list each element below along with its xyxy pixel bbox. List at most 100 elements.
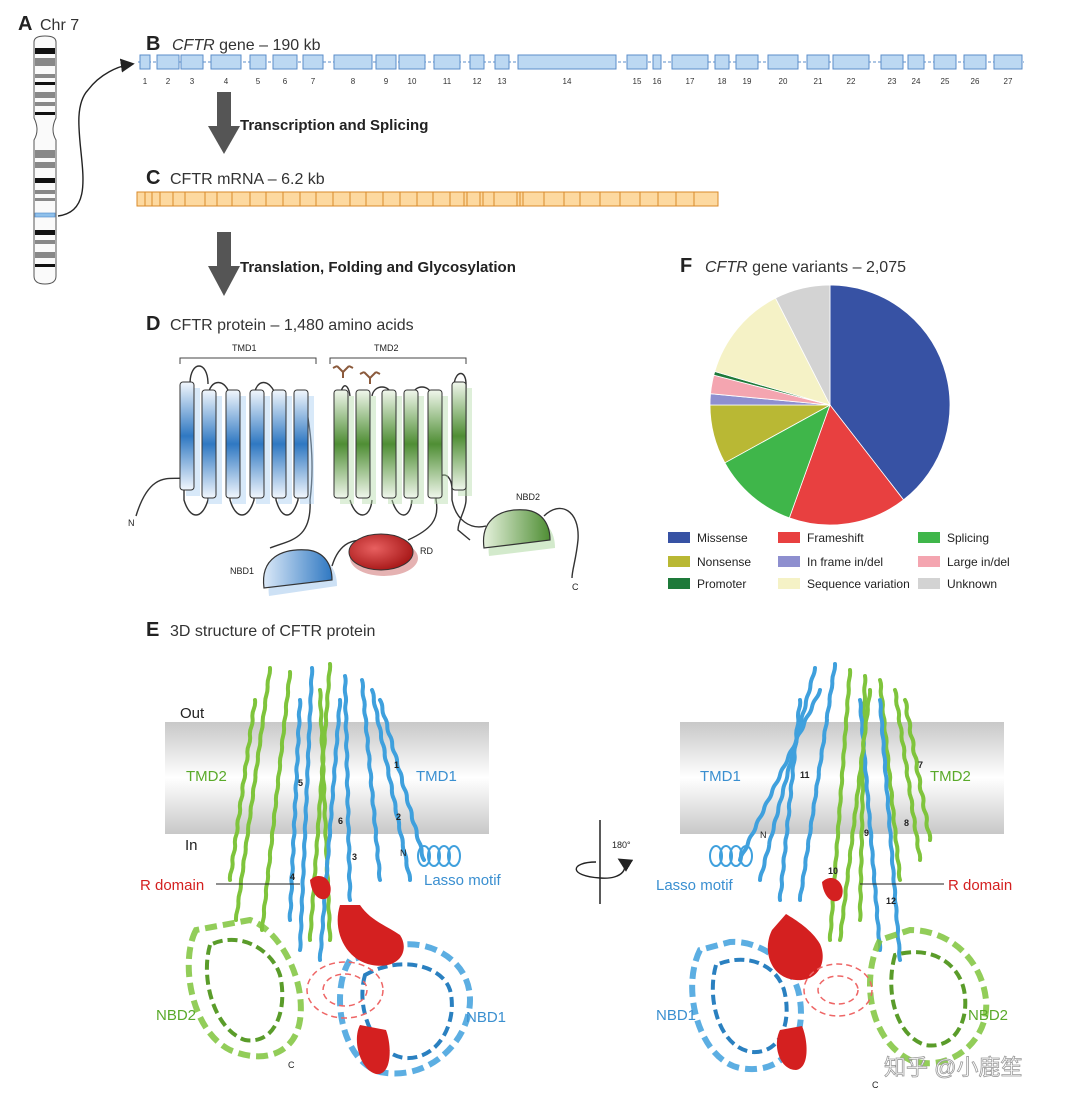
ribbon-helix [233,666,273,922]
pie-slice-missense [829,284,951,501]
ribbon-helix [878,698,902,962]
tmd1-helix [293,389,309,499]
c-left-label: C [288,1060,295,1070]
panel-f-title-gene: CFTR [705,259,748,276]
pie-slice-sequence-variation [714,297,831,406]
structure-right [680,662,1004,1073]
exon-number: 24 [912,77,921,86]
lasso-left-label: Lasso motif [424,872,502,889]
tmd2-helix [403,389,419,499]
chromosome-band [35,252,55,258]
mrna-exon-boundaries [144,192,695,206]
gene-exon [963,54,987,70]
chromosome-7 [33,35,57,285]
pie-slice-frameshift [788,404,905,526]
ribbon-helix [227,698,258,882]
ribbon-helix [378,698,426,862]
chromosome-band [35,82,55,85]
nbd2-left-label: NBD2 [156,1007,196,1024]
helix-number: 10 [828,866,838,876]
watermark: 知乎 @小鹿笙 [884,1055,1022,1080]
chromosome-band [35,112,55,115]
ribbon-helix [838,688,873,942]
legend-swatch [668,556,690,567]
chromosome-band [35,264,55,267]
exon-number: 5 [256,77,261,86]
tmd2-helices [333,381,472,504]
lasso-right-label: Lasso motif [656,877,734,894]
legend-swatch [918,578,940,589]
chromosome-band [35,92,55,98]
exon-number: 16 [653,77,662,86]
panel-f-letter: F [680,255,692,277]
tmd1-helix [249,389,265,499]
ribbon-helix [370,688,413,882]
helix-number: 6 [338,816,343,826]
helix-number: 1 [394,760,399,770]
panel-d-letter: D [146,313,160,335]
loop-1 [189,365,209,385]
tmd2-helix [355,389,371,499]
transcription-arrow [208,92,240,154]
panel-e-letter: E [146,619,159,641]
pie-slice-unknown [774,284,831,406]
helix-number: 5 [298,778,303,788]
translation-label: Translation, Folding and Glycosylation [240,259,516,276]
structure-left [165,662,489,1077]
exon-number: 7 [311,77,316,86]
helix-number: 2 [396,812,401,822]
helix-numbers-left: 1 2 3 4 5 6 [290,760,401,882]
gene-exon [517,54,617,70]
gene-exon [735,54,759,70]
cftr-locus-band [34,212,56,218]
exon-number: 23 [888,77,897,86]
r-domain-left-label: R domain [140,877,204,894]
panel-b-title-gene: CFTR [172,37,215,54]
membrane-left [165,722,489,834]
lasso-right-coil [709,845,753,867]
tmd2-helix [427,389,443,499]
gene-exon [494,54,510,70]
r-domain [348,533,418,576]
legend-swatch [778,532,800,543]
exon-number: 9 [384,77,389,86]
helices-left [227,662,426,962]
ribbon-helix [797,662,838,902]
exon-number: 19 [743,77,752,86]
panel-b-title: CFTR gene – 190 kb [172,37,321,54]
gene-exon [933,54,957,70]
panel-f-title: CFTR gene variants – 2,075 [705,259,906,276]
protein-backbone-tmd2 [339,372,471,541]
exon-number: 27 [1004,77,1013,86]
nbd1-label: NBD1 [230,566,254,576]
legend-label: Nonsense [697,555,751,569]
chromosome-to-gene-arrow [57,58,135,217]
chromosome-band [35,162,55,168]
tmd1-helix [225,389,241,499]
exon-number: 4 [224,77,229,86]
ribbon-helix [893,688,923,862]
tmd1-helix [179,381,195,491]
nbd2-right-label: NBD2 [968,1007,1008,1024]
chromosome-band [35,240,55,244]
nbd2-label: NBD2 [516,492,540,502]
n-terminus-label: N [128,518,135,528]
ribbon-helix [903,698,933,842]
exon-number: 3 [190,77,195,86]
gene-exon [714,54,730,70]
panel-f-title-rest: gene variants – 2,075 [748,259,906,276]
gene-exon [806,54,830,70]
gene-exon [907,54,925,70]
legend-label: Missense [697,531,748,545]
helix-number: 3 [352,852,357,862]
ribbon-helix [342,674,353,902]
helices-right [738,662,933,962]
panel-c-letter: C [146,167,160,189]
nbd1-right-label: NBD1 [656,1007,696,1024]
helix-number: 9 [864,828,869,838]
tmd1-helix [201,389,217,499]
helix-number: 4 [290,872,295,882]
